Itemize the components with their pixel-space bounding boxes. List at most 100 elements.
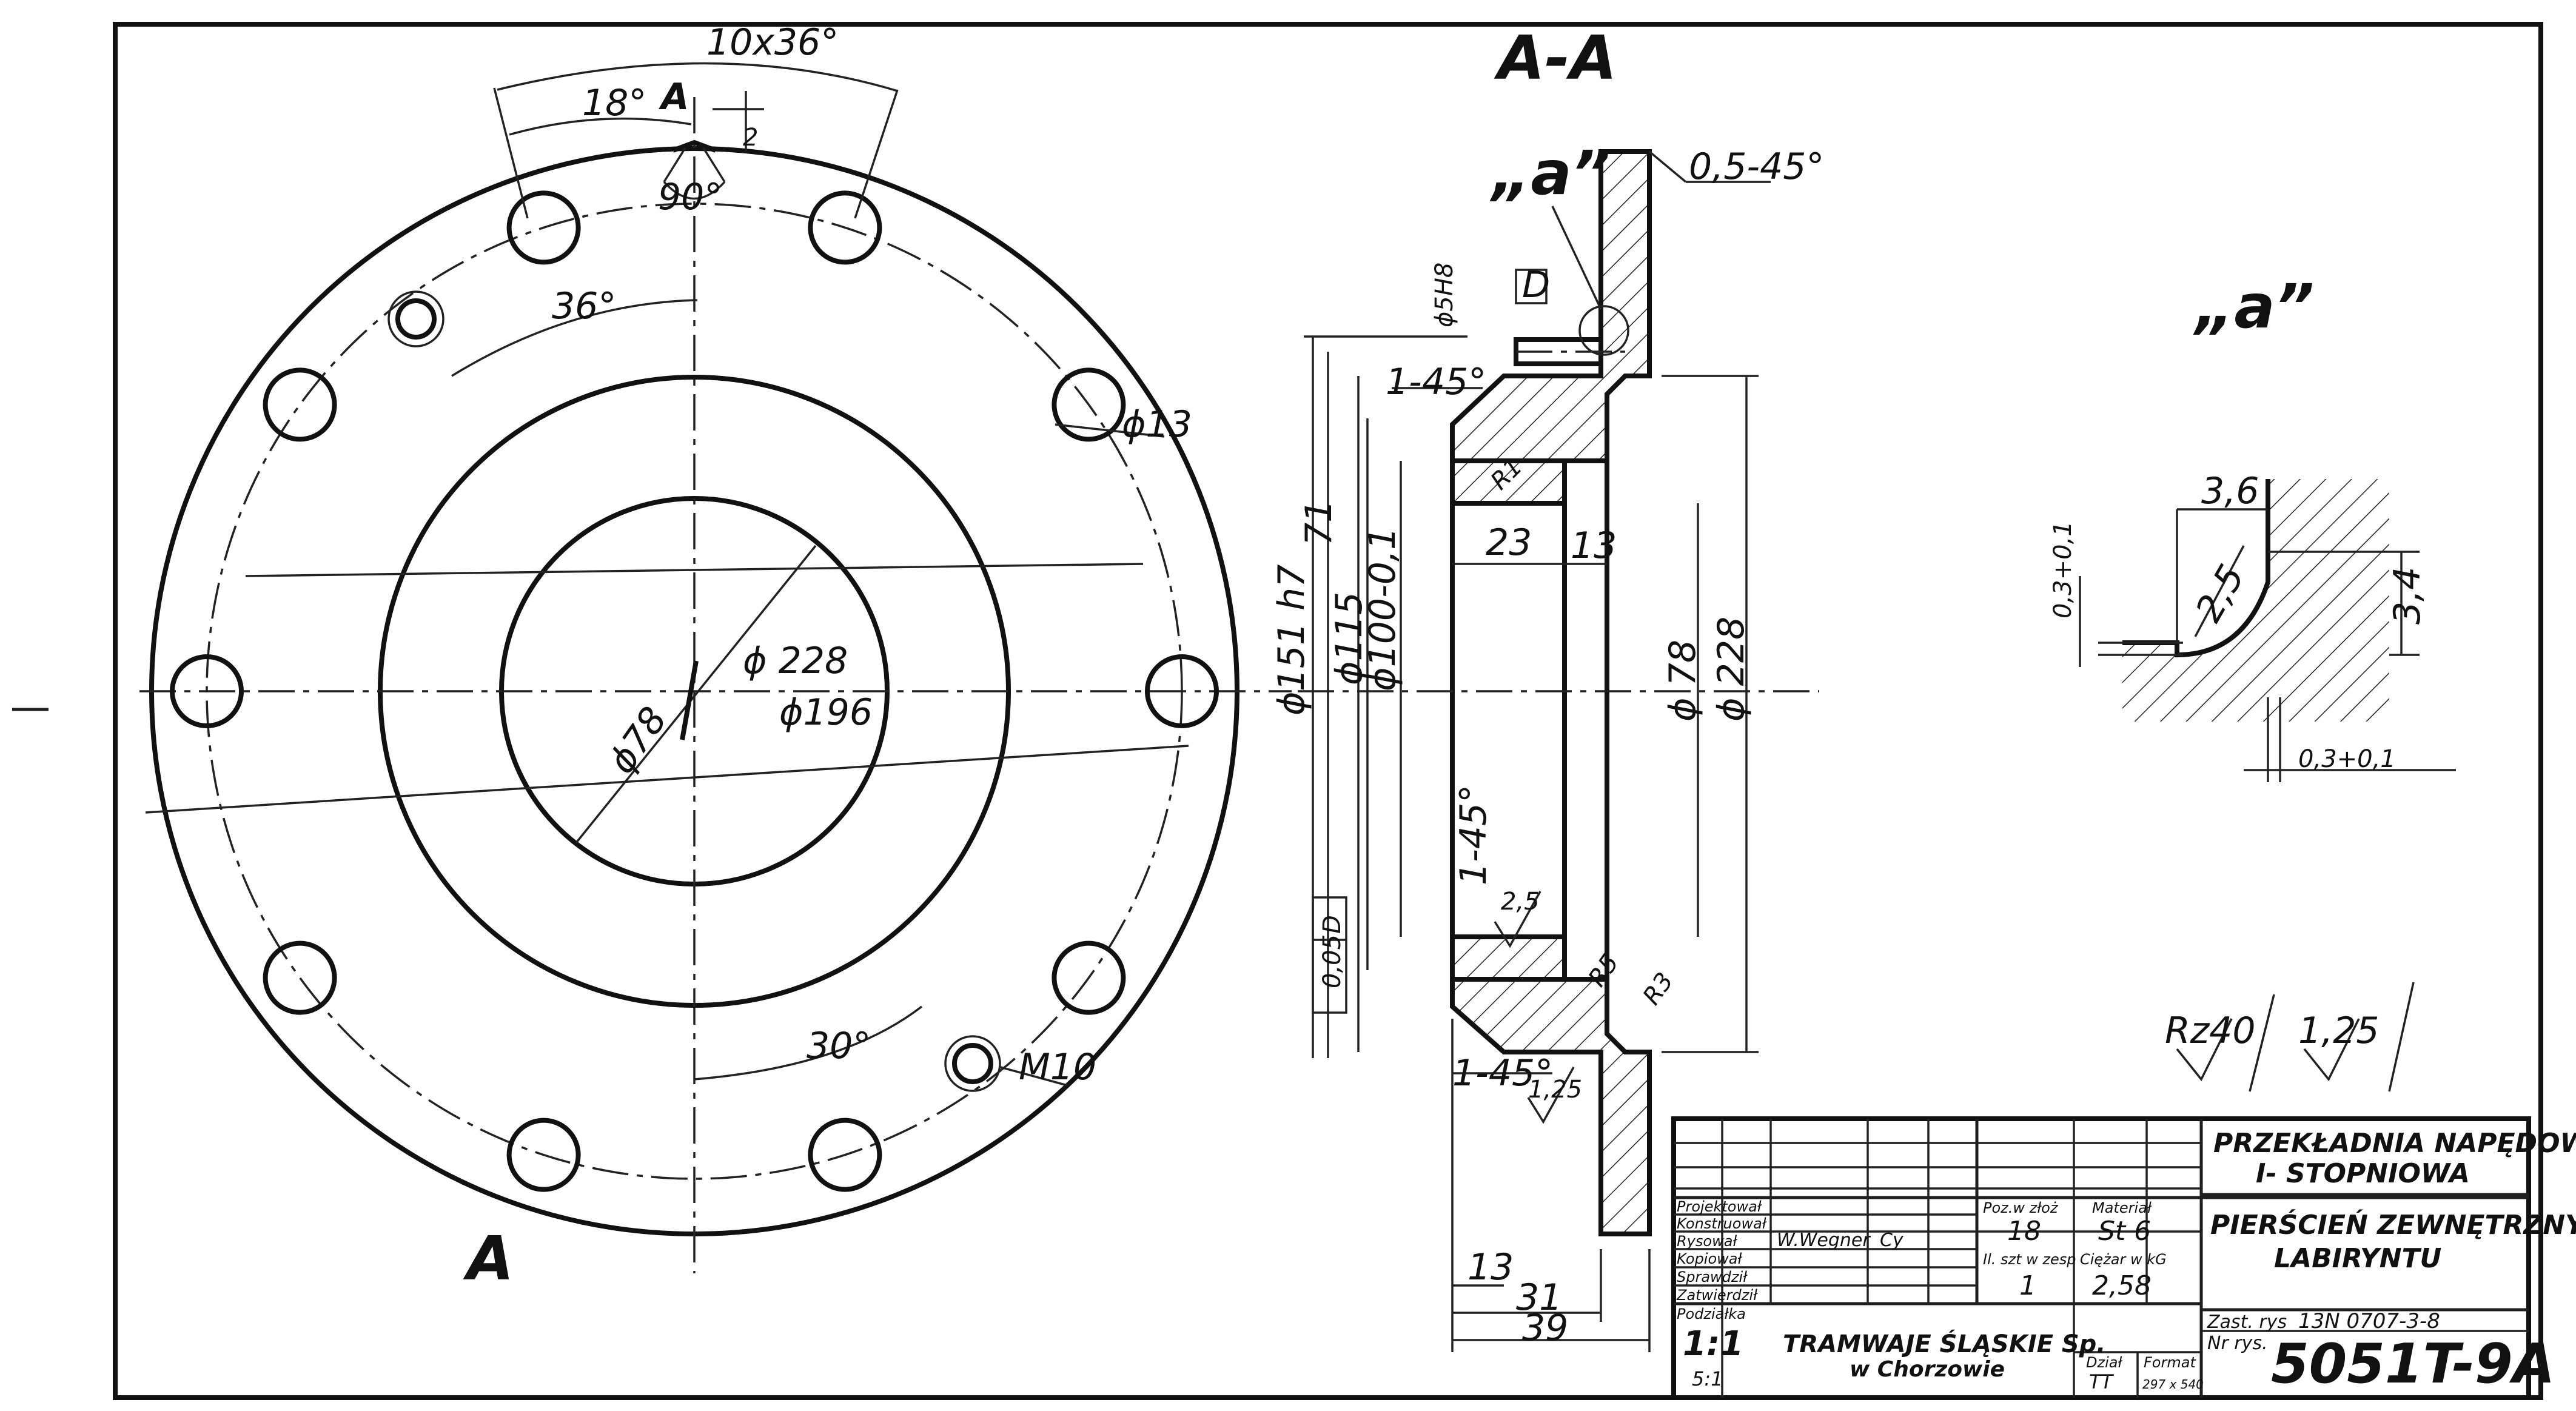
tb-material-value: St 6 — [2098, 1216, 2151, 1247]
bolt-hole — [506, 1118, 581, 1192]
bolt-hole — [808, 1118, 882, 1192]
arc-36 — [451, 299, 698, 377]
detail-dim-25: 2,5 — [2187, 558, 2253, 629]
tb-signature: Cy — [1880, 1230, 1904, 1251]
tb-pos-value: 18 — [2007, 1216, 2041, 1247]
dia-228-label: ϕ 228 — [743, 640, 848, 682]
bolt-hole — [170, 654, 244, 728]
detail-dim-36: 3,6 — [2201, 470, 2259, 512]
legend-125: 1,25 — [2298, 1010, 2380, 1052]
tb-role-2: Konstruował — [1677, 1215, 1767, 1232]
dia-228-line — [245, 563, 1144, 577]
view-mark-top: A — [659, 76, 689, 118]
view-mark-bottom: A — [463, 1223, 514, 1294]
arc-18 — [509, 117, 692, 136]
notch-depth-label: 2 — [743, 124, 758, 152]
bolt-hole — [1052, 940, 1126, 1015]
legend-rz40: Rz40 — [2165, 1010, 2256, 1052]
dim-13-inner-label: 13 — [1571, 525, 1617, 567]
tb-scale-label: Podziałka — [1677, 1305, 1746, 1322]
bolt-hole — [506, 190, 581, 265]
tb-replaces-label: Zast. rys — [2207, 1312, 2287, 1333]
r3-label: R3 — [1638, 968, 1679, 1010]
tb-drawing-no: 5051T-9A — [2271, 1332, 2555, 1396]
angle-90-label: 90° — [658, 176, 722, 218]
tb-weight-label: Ciężar w kG — [2080, 1251, 2167, 1268]
tb-material-label: Materiał — [2092, 1199, 2152, 1216]
section-title: A-A — [1494, 22, 1617, 93]
tb-product2: I- STOPNIOWA — [2256, 1158, 2470, 1189]
tb-drawn-by: W.Wegner — [1777, 1230, 1871, 1251]
tb-company: TRAMWAJE ŚLĄSKIE Sp. — [1783, 1329, 2105, 1358]
tb-qty-value: 1 — [2019, 1270, 2036, 1301]
datum-box — [1515, 269, 1548, 304]
tb-scale-value: 1:1 — [1683, 1324, 1743, 1364]
pattern-arc — [497, 62, 898, 92]
tb-qty-label: Il. szt w zesp — [1983, 1251, 2076, 1268]
section-mark-line — [680, 660, 699, 740]
dim-228-label: ϕ 228 — [1710, 617, 1753, 722]
rough-125-label: 1,25 — [1528, 1076, 1582, 1104]
dim-23-label: 23 — [1486, 521, 1532, 564]
title-block — [1671, 1116, 2531, 1400]
front-view — [139, 62, 1292, 1273]
angle-18-label: 18° — [582, 82, 646, 124]
chamfer-1-label: 1-45° — [1386, 361, 1486, 403]
tb-part: PIERŚCIEŃ ZEWNĘTRZNY — [2210, 1208, 2576, 1241]
notch-angle-arc — [663, 181, 726, 200]
tb-dept-label: Dział — [2086, 1354, 2122, 1371]
hole-fit-label: ϕ5H8 — [1431, 263, 1458, 327]
tb-product: PRZEKŁADNIA NAPĘDOWA — [2213, 1128, 2576, 1159]
detail-ref: „a” — [1489, 138, 1611, 209]
thread-hole — [952, 1043, 993, 1084]
detail-dim-34: 3,4 — [2386, 567, 2429, 625]
drawing-frame — [113, 22, 2543, 1400]
dim-71-label: 71 — [1298, 500, 1340, 546]
tolerance-frame — [1312, 896, 1347, 1014]
tb-weight-value: 2,58 — [2092, 1270, 2152, 1301]
tb-scale-alt: 5:1 — [1692, 1367, 1723, 1390]
tb-role-6: Zatwierdził — [1676, 1287, 1758, 1304]
tb-role-3: Rysował — [1677, 1233, 1737, 1250]
pattern-label: 10x36° — [706, 21, 839, 64]
arc-30 — [694, 1005, 923, 1081]
dim-151-label: ϕ151 h7 — [1270, 565, 1313, 716]
tb-pos-label: Poz.w złoż — [1983, 1199, 2059, 1216]
thread-hole-outer — [944, 1035, 1001, 1092]
tb-role-4: Kopiował — [1677, 1250, 1742, 1267]
bolt-hole — [263, 940, 337, 1015]
tb-role-5: Sprawdził — [1677, 1269, 1748, 1285]
dim-100-label: ϕ100-0,1 — [1361, 527, 1404, 691]
bolt-hole — [808, 190, 882, 265]
angle-30-label: 30° — [807, 1025, 871, 1067]
section-view — [1298, 149, 1819, 1352]
dia-78-line — [575, 545, 817, 844]
pin-hole — [395, 298, 437, 340]
bolt-holes — [170, 190, 1219, 1192]
dia-196-label: ϕ196 — [779, 691, 873, 734]
bolt-hole — [1052, 367, 1126, 442]
detail-dim-03-left: 0,3+0,1 — [2049, 521, 2077, 618]
bolt-hole — [1145, 654, 1219, 728]
dia-196-line — [145, 745, 1189, 814]
tb-replaces-value: 13N 0707-3-8 — [2298, 1309, 2440, 1333]
tol-datum-label: D — [1318, 915, 1346, 934]
chamfer-top-label: 0,5-45° — [1689, 146, 1824, 188]
detail-dim-03-bottom: 0,3+0,1 — [2298, 745, 2396, 773]
tb-company-city: w Chorzowie — [1850, 1357, 2005, 1382]
dim-31-label: 31 — [1516, 1276, 1562, 1319]
dia-78-label: ϕ78 — [600, 699, 676, 781]
dia-13-label: ϕ13 — [1122, 403, 1192, 446]
dim-78-label: ϕ 78 — [1662, 640, 1704, 722]
tol-value-label: 0,05 — [1318, 934, 1346, 988]
tb-drawing-no-label: Nr rys. — [2207, 1333, 2268, 1354]
dim-13-bottom-label: 13 — [1467, 1246, 1514, 1289]
pin-hole-outer — [387, 290, 444, 347]
thread-label: M10 — [1019, 1046, 1096, 1088]
rough-25-label: 2,5 — [1501, 888, 1540, 916]
dim-115-label: ϕ115 — [1328, 592, 1370, 685]
top-notch — [672, 139, 717, 153]
tb-dept-value: TT — [2089, 1370, 2115, 1393]
chamfer-3-label: 1-45° — [1452, 1052, 1553, 1094]
